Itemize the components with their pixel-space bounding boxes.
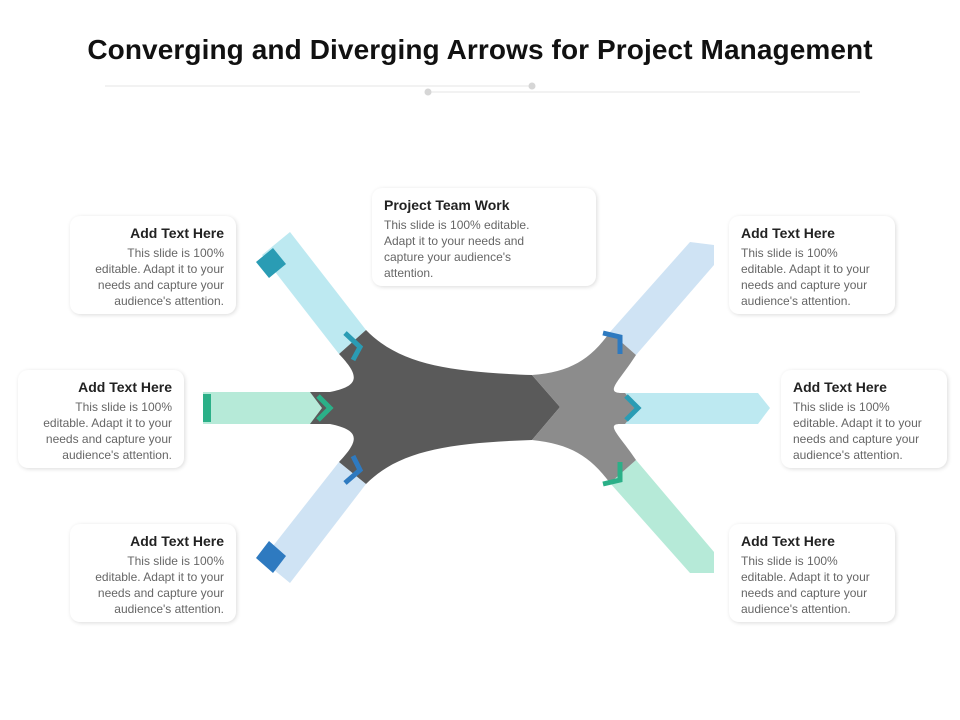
tail-left-top <box>256 248 286 278</box>
right-bottom-text: This slide is 100% editable. Adapt it to… <box>741 554 870 616</box>
arrow-right-top <box>610 242 714 355</box>
center-heading: Project Team Work <box>384 197 510 213</box>
text-box-right-bottom: Add Text Here This slide is 100% editabl… <box>729 524 895 622</box>
text-box-right-mid: Add Text Here This slide is 100% editabl… <box>781 370 947 468</box>
left-top-heading: Add Text Here <box>130 225 224 241</box>
left-top-text: This slide is 100% editable. Adapt it to… <box>95 246 224 308</box>
right-mid-text: This slide is 100% editable. Adapt it to… <box>793 400 922 462</box>
light-body <box>532 332 638 483</box>
right-bottom-heading: Add Text Here <box>741 533 835 549</box>
text-box-left-top: Add Text Here This slide is 100% editabl… <box>70 216 236 314</box>
chevron-left-mid <box>316 394 334 422</box>
left-bottom-heading: Add Text Here <box>130 533 224 549</box>
center-text-box: Project Team Work This slide is 100% edi… <box>372 188 596 286</box>
arrow-left-top <box>262 232 366 354</box>
text-box-right-top: Add Text Here This slide is 100% editabl… <box>729 216 895 314</box>
tail-left-bottom <box>256 541 286 573</box>
arrow-right-mid <box>620 393 770 424</box>
text-box-left-bottom: Add Text Here This slide is 100% editabl… <box>70 524 236 622</box>
chevron-right-mid <box>624 394 642 422</box>
right-mid-heading: Add Text Here <box>793 379 887 395</box>
left-mid-text: This slide is 100% editable. Adapt it to… <box>43 400 172 462</box>
arrow-left-bottom <box>262 462 366 583</box>
tail-left-mid <box>203 394 211 422</box>
chevron-left-bottom <box>343 454 364 485</box>
left-bottom-text: This slide is 100% editable. Adapt it to… <box>95 554 224 616</box>
chevron-right-top <box>602 330 623 354</box>
right-top-text: This slide is 100% editable. Adapt it to… <box>741 246 870 308</box>
title-divider <box>105 82 860 96</box>
page-title: Converging and Diverging Arrows for Proj… <box>87 34 873 65</box>
arrow-left-mid <box>203 392 342 424</box>
chevron-right-bottom <box>602 462 623 487</box>
chevron-left-top <box>343 331 364 362</box>
arrow-right-bottom <box>610 460 714 573</box>
center-text: This slide is 100% editable. Adapt it to… <box>384 218 530 280</box>
text-box-left-mid: Add Text Here This slide is 100% editabl… <box>18 370 184 468</box>
right-top-heading: Add Text Here <box>741 225 835 241</box>
left-mid-heading: Add Text Here <box>78 379 172 395</box>
dark-body <box>310 330 560 484</box>
